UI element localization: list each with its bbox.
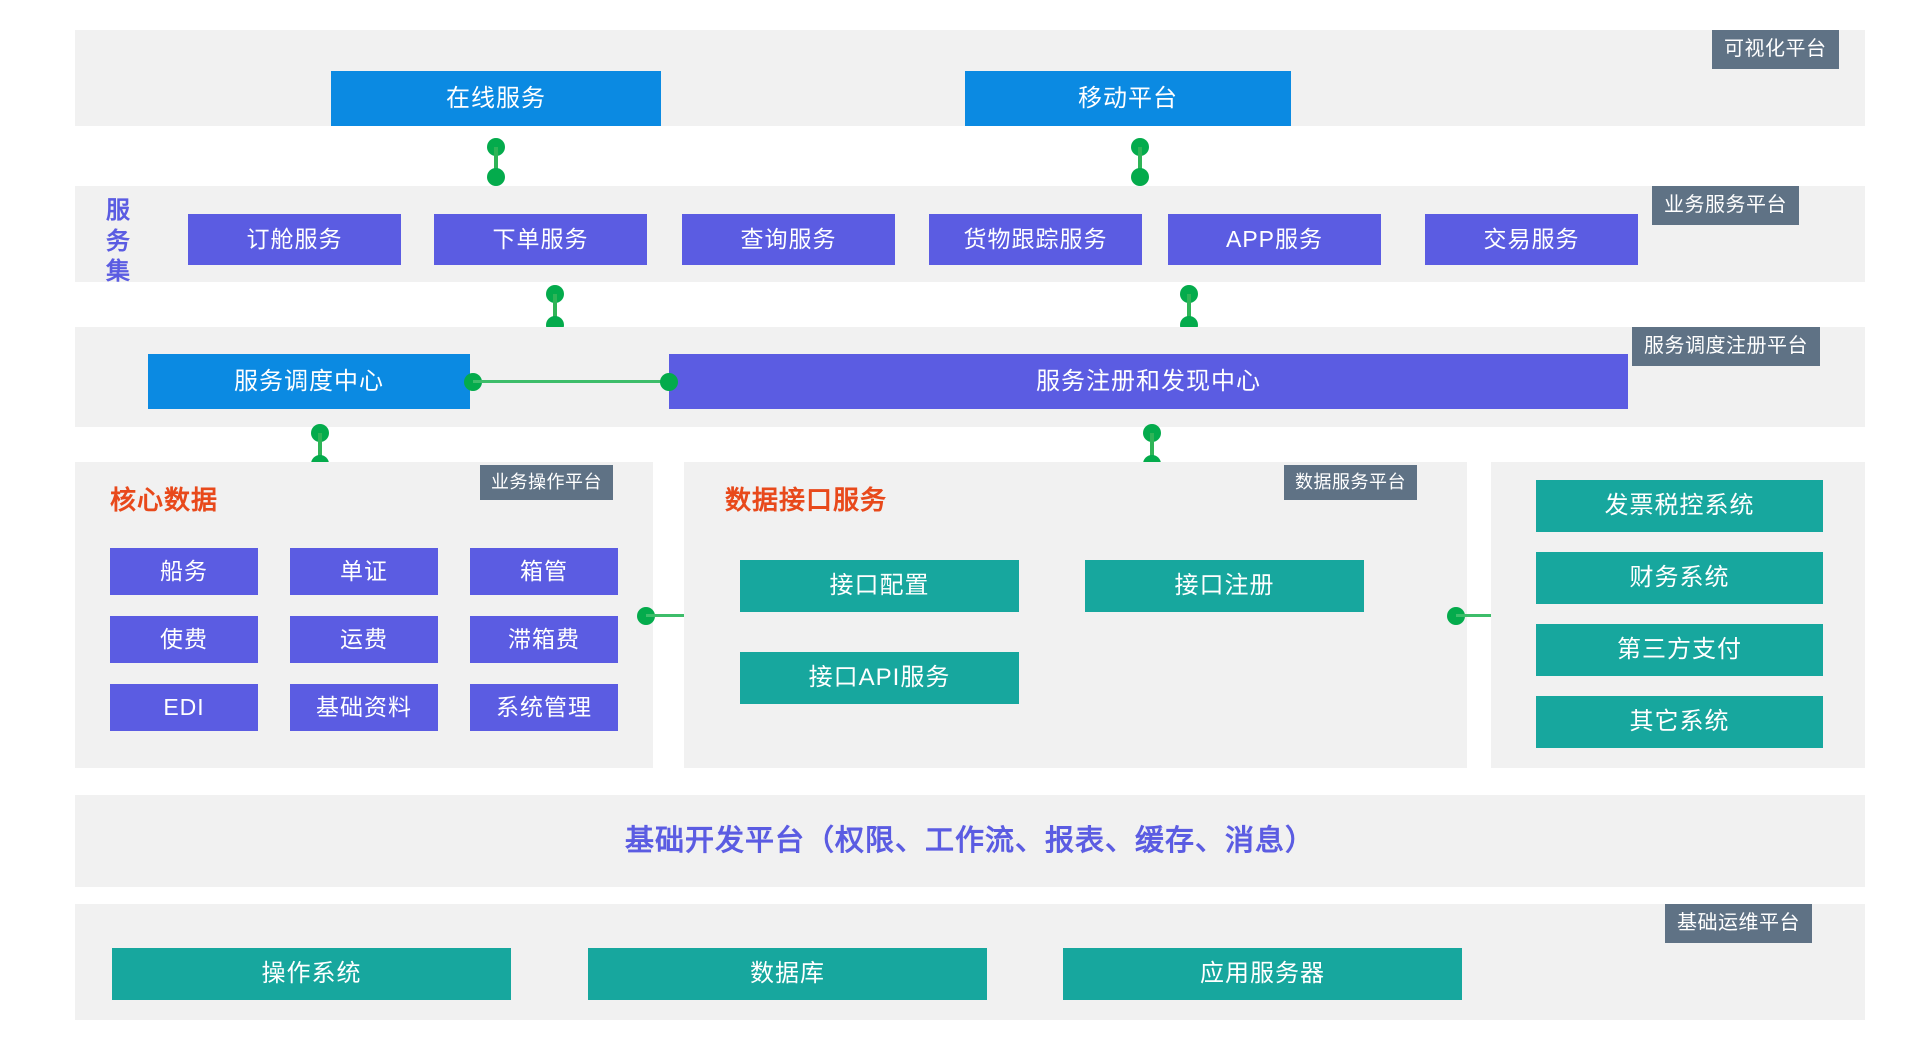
- box-freight-fee[interactable]: 运费: [290, 616, 438, 663]
- box-interface-registration[interactable]: 接口注册: [1085, 560, 1364, 612]
- box-service-registry-center[interactable]: 服务注册和发现中心: [669, 354, 1628, 409]
- connector-line-app: [1187, 294, 1191, 318]
- tag-data-service-platform: 数据服务平台: [1284, 465, 1417, 500]
- connector-line-dispatch-registry: [473, 380, 669, 383]
- box-database[interactable]: 数据库: [588, 948, 987, 1000]
- box-documents[interactable]: 单证: [290, 548, 438, 595]
- layer-base-development-band: 基础开发平台（权限、工作流、报表、缓存、消息）: [75, 795, 1865, 887]
- connector-line-operation-data: [646, 614, 693, 617]
- tag-dispatch-registry-platform: 服务调度注册平台: [1632, 327, 1820, 366]
- side-label-service-set: 服务集: [106, 197, 130, 286]
- box-booking-service[interactable]: 订舱服务: [188, 214, 401, 265]
- box-demurrage-fee[interactable]: 滞箱费: [470, 616, 618, 663]
- tag-base-ops-platform: 基础运维平台: [1665, 904, 1812, 943]
- heading-data-interface-service: 数据接口服务: [725, 485, 888, 515]
- box-interface-config[interactable]: 接口配置: [740, 560, 1019, 612]
- box-online-service[interactable]: 在线服务: [331, 71, 661, 126]
- connector-line-dispatch-down: [318, 433, 322, 456]
- box-shipping-affairs[interactable]: 船务: [110, 548, 258, 595]
- tag-visualization-platform: 可视化平台: [1712, 30, 1839, 69]
- connector-line-mobile: [1138, 147, 1142, 169]
- box-service-dispatch-center[interactable]: 服务调度中心: [148, 354, 470, 409]
- box-edi[interactable]: EDI: [110, 684, 258, 731]
- box-trade-service[interactable]: 交易服务: [1425, 214, 1638, 265]
- connector-dot-registry-left: [660, 373, 678, 391]
- box-app-service[interactable]: APP服务: [1168, 214, 1381, 265]
- box-system-management[interactable]: 系统管理: [470, 684, 618, 731]
- box-application-server[interactable]: 应用服务器: [1063, 948, 1462, 1000]
- box-interface-api-service[interactable]: 接口API服务: [740, 652, 1019, 704]
- heading-core-data: 核心数据: [110, 485, 219, 515]
- connector-dot-mobile-bottom: [1131, 168, 1149, 186]
- box-other-systems[interactable]: 其它系统: [1536, 696, 1823, 748]
- box-operating-system[interactable]: 操作系统: [112, 948, 511, 1000]
- layer-data-service-band: [684, 462, 1467, 768]
- tag-business-operation-platform: 业务操作平台: [480, 465, 613, 500]
- label-base-development-platform: 基础开发平台（权限、工作流、报表、缓存、消息）: [624, 825, 1315, 857]
- tag-business-service-platform: 业务服务平台: [1652, 186, 1799, 225]
- box-usage-fee[interactable]: 使费: [110, 616, 258, 663]
- connector-line-online: [494, 147, 498, 169]
- box-mobile-platform[interactable]: 移动平台: [965, 71, 1291, 126]
- box-query-service[interactable]: 查询服务: [682, 214, 895, 265]
- connector-dot-online-bottom: [487, 168, 505, 186]
- connector-line-registry-down: [1150, 433, 1154, 456]
- box-third-party-payment[interactable]: 第三方支付: [1536, 624, 1823, 676]
- box-cargo-tracking-service[interactable]: 货物跟踪服务: [929, 214, 1142, 265]
- box-order-service[interactable]: 下单服务: [434, 214, 647, 265]
- box-finance-system[interactable]: 财务系统: [1536, 552, 1823, 604]
- box-container-management[interactable]: 箱管: [470, 548, 618, 595]
- box-basic-data[interactable]: 基础资料: [290, 684, 438, 731]
- connector-line-dataservice-external: [1456, 614, 1500, 617]
- connector-line-order: [553, 294, 557, 318]
- box-invoice-tax-system[interactable]: 发票税控系统: [1536, 480, 1823, 532]
